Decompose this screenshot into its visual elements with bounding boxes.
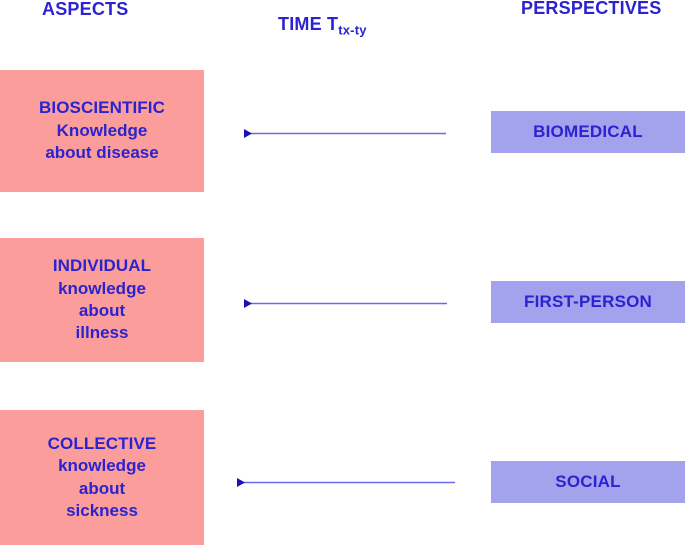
- aspect-box-collective: COLLECTIVE knowledge about sickness: [0, 410, 204, 545]
- aspect-line: Knowledge: [56, 120, 148, 140]
- perspective-box-social: SOCIAL: [491, 461, 685, 503]
- time-label-main: TIME T: [278, 14, 339, 34]
- arrow-first-person-to-individual: [244, 299, 447, 308]
- perspective-box-biomedical: BIOMEDICAL: [491, 111, 685, 153]
- aspect-line: knowledge: [58, 456, 146, 476]
- arrow-social-to-collective: [237, 478, 455, 487]
- aspect-line: sickness: [66, 500, 138, 520]
- aspect-line: about: [78, 478, 126, 498]
- column-header-aspects: ASPECTS: [42, 0, 129, 19]
- aspect-box-individual: INDIVIDUAL knowledge about illness: [0, 238, 204, 362]
- perspective-label: SOCIAL: [555, 472, 621, 491]
- time-label-subscript: tx-ty: [338, 22, 367, 38]
- aspect-line: knowledge: [58, 278, 146, 298]
- perspective-box-first-person: FIRST-PERSON: [491, 281, 685, 323]
- arrow-biomedical-to-bioscientific: [244, 129, 446, 138]
- aspect-title: BIOSCIENTIFIC: [39, 98, 165, 118]
- aspect-line: about: [78, 301, 126, 320]
- aspect-line: about disease: [45, 143, 159, 163]
- column-header-perspectives: PERSPECTIVES: [521, 0, 662, 18]
- perspective-label: FIRST-PERSON: [523, 292, 653, 311]
- aspect-box-bioscientific: BIOSCIENTIFIC Knowledge about disease: [0, 70, 204, 192]
- perspective-label: BIOMEDICAL: [533, 122, 643, 141]
- column-header-time: TIME Ttx-ty: [278, 14, 367, 38]
- aspect-title: COLLECTIVE: [47, 433, 157, 453]
- aspect-line: illness: [75, 323, 129, 343]
- aspect-title: INDIVIDUAL: [52, 256, 152, 276]
